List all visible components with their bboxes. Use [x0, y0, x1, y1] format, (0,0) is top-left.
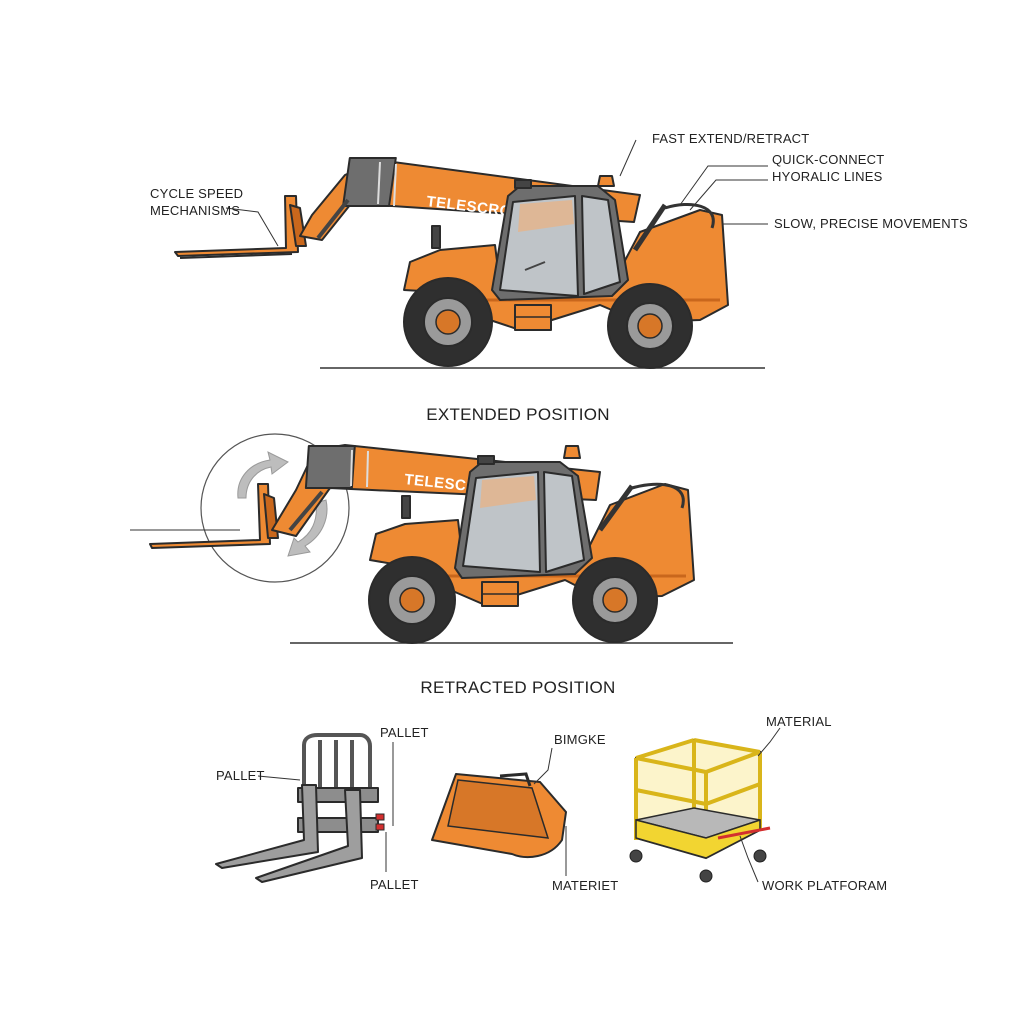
retracted-position-title: RETRACTED POSITION	[420, 678, 615, 697]
top-mirror	[431, 225, 441, 249]
callout-slow-precise: SLOW, PRECISE MOVEMENTS	[774, 216, 968, 231]
middle-beacon-icon	[563, 445, 581, 459]
callout-quick-connect-2: HYORALIC LINES	[772, 169, 883, 184]
work-platform-attachment: MATERIAL WORK PLATFORAM	[629, 714, 887, 893]
top-beacon-icon	[597, 175, 615, 187]
top-boom: TELESCROO	[299, 157, 641, 241]
callout-cycle-speed-2: MECHANISMS	[150, 203, 240, 218]
top-telehandler: TELESCROO	[150, 131, 968, 369]
callout-quick-connect-1: QUICK-CONNECT	[772, 152, 884, 167]
rotation-detail	[130, 433, 350, 583]
pallet-fork-attachment: PALLET PALLET PALLET	[215, 725, 429, 892]
fork-label-left: PALLET	[216, 768, 265, 783]
middle-front-wheel	[368, 556, 456, 644]
fork-label-bottom: PALLET	[370, 877, 419, 892]
middle-rear-wheel	[572, 557, 658, 643]
bucket-attachment: BIMGKE MATERIET	[431, 732, 618, 893]
rotation-highlight-circle	[200, 433, 350, 583]
fork-backrest	[302, 733, 372, 800]
circular-arrows-icon	[237, 451, 328, 557]
top-callouts: FAST EXTEND/RETRACT QUICK-CONNECT HYORAL…	[150, 131, 968, 247]
middle-fork-attachment	[149, 483, 279, 549]
middle-cab	[401, 445, 593, 579]
top-front-wheel	[403, 277, 493, 367]
top-fork-attachment	[174, 195, 307, 259]
bucket-label-bottom: MATERIET	[552, 878, 618, 893]
middle-telehandler: TELESCROO	[130, 433, 733, 644]
middle-hydraulic-lines	[597, 482, 685, 532]
extended-position-title: EXTENDED POSITION	[426, 405, 610, 424]
top-rear-wheel	[607, 283, 693, 369]
fork-label-top: PALLET	[380, 725, 429, 740]
platform-label-top: MATERIAL	[766, 714, 832, 729]
middle-mirror	[401, 495, 411, 519]
callout-fast-extend: FAST EXTEND/RETRACT	[652, 131, 809, 146]
bucket-label-top: BIMGKE	[554, 732, 606, 747]
callout-cycle-speed-1: CYCLE SPEED	[150, 186, 243, 201]
platform-label-bottom: WORK PLATFORAM	[762, 878, 887, 893]
top-cab	[431, 175, 629, 301]
top-hydraulic-lines	[632, 202, 715, 252]
